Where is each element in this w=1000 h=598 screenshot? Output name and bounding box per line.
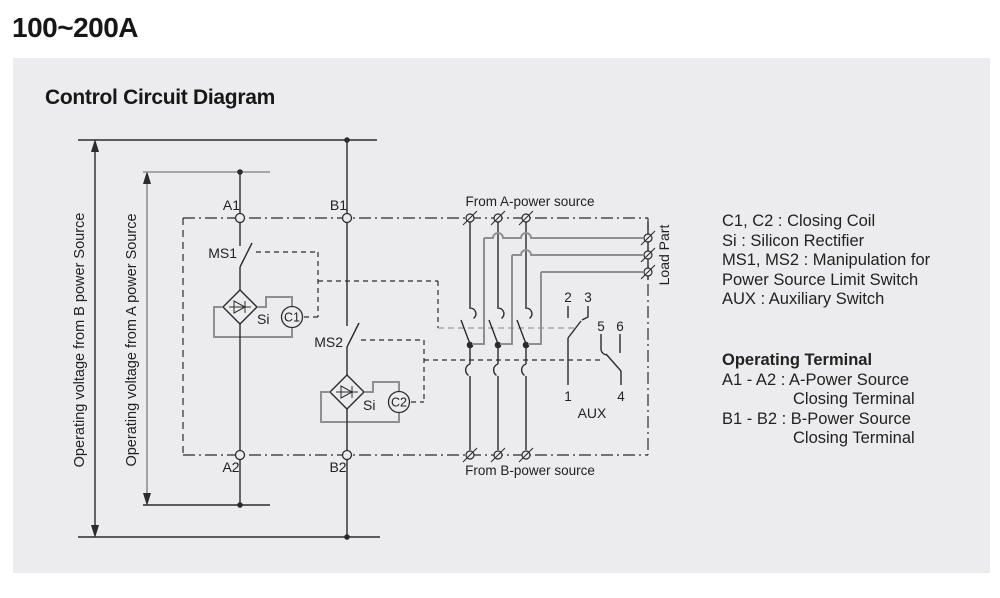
label-si1: Si: [257, 311, 269, 327]
label-ms2: MS2: [314, 334, 343, 350]
label-aux-2: 2: [564, 290, 572, 305]
linkage-dashed-lines: [256, 251, 603, 403]
measure-b-power: [78, 137, 380, 540]
label-aux-4: 4: [617, 389, 625, 404]
legend-abbreviations: C1, C2 : Closing Coil Si : Silicon Recti…: [722, 212, 990, 310]
label-c2: C2: [391, 396, 407, 410]
load-part-terminals: [640, 222, 656, 280]
pole-b-group: [320, 140, 411, 537]
aux-switch-group: [567, 306, 622, 385]
legend-line: Si : Silicon Rectifier: [722, 231, 865, 250]
label-a2: A2: [222, 459, 239, 475]
label-aux-1: 1: [564, 389, 572, 404]
label-from-b-power: From B-power source: [465, 463, 595, 478]
panel-heading: Control Circuit Diagram: [45, 86, 275, 109]
load-wiring-group: [472, 232, 643, 345]
legend-line: B1 - B2 : B-Power Source: [722, 409, 911, 428]
label-a1: A1: [223, 197, 240, 213]
legend-line: AUX : Auxiliary Switch: [722, 290, 885, 309]
measure-a-power: [143, 169, 270, 508]
legend-line: Power Source Limit Switch: [722, 270, 919, 289]
label-c1: C1: [284, 311, 300, 325]
legend-operating-terminal: Operating Terminal A1 - A2 : A-Power Sou…: [722, 351, 990, 449]
diagram-panel: [13, 58, 990, 573]
label-b1: B1: [330, 197, 347, 213]
operating-terminal-heading: Operating Terminal: [722, 351, 873, 369]
legend-line: A1 - A2 : A-Power Source: [722, 370, 910, 389]
label-aux-6: 6: [616, 319, 624, 334]
label-from-a-power: From A-power source: [465, 194, 594, 209]
legend-line: C1, C2 : Closing Coil: [722, 212, 876, 230]
main-contacts-group: [460, 210, 534, 463]
label-load-part: Load Part: [656, 225, 672, 286]
legend-line: Closing Terminal: [793, 429, 915, 448]
label-aux-5: 5: [597, 319, 605, 334]
legend-line: MS1, MS2 : Manipulation for: [722, 251, 931, 270]
page-title: 100~200A: [12, 12, 139, 43]
label-operating-voltage-b: Operating voltage from B power Source: [72, 213, 88, 468]
label-b2: B2: [329, 459, 346, 475]
legend-line: Closing Terminal: [793, 390, 915, 409]
label-aux: AUX: [578, 405, 607, 421]
label-aux-3: 3: [584, 290, 592, 305]
label-si2: Si: [363, 397, 375, 413]
label-ms1: MS1: [208, 245, 237, 261]
label-operating-voltage-a: Operating voltage from A power Source: [124, 213, 140, 466]
pole-a-group: [213, 172, 304, 505]
